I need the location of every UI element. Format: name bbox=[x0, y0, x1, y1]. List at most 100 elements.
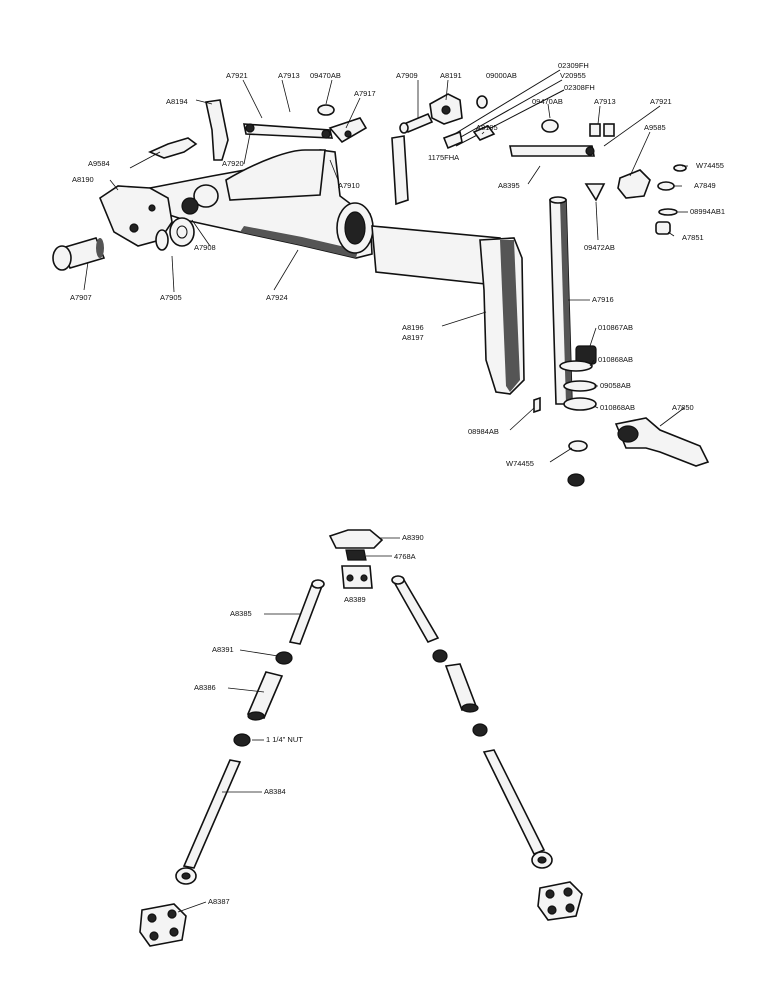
label-a7913-top: A7913 bbox=[278, 71, 300, 80]
label-09470ab-mid: 09470AB bbox=[532, 97, 563, 106]
pin-08984ab-part bbox=[533, 396, 541, 414]
washer-010868ab-1-part bbox=[559, 360, 593, 372]
nut-a8391-part bbox=[275, 651, 293, 665]
nut-bottom-part bbox=[567, 473, 585, 487]
washer-a7905-part bbox=[155, 217, 195, 251]
label-a7921-mid: A7921 bbox=[650, 97, 672, 106]
label-010868ab-1: 010868AB bbox=[598, 355, 633, 364]
label-a7905: A7905 bbox=[160, 293, 182, 302]
washer-09470ab-top-part bbox=[317, 104, 335, 116]
bushing-a7908-part bbox=[181, 184, 219, 215]
label-a8390: A8390 bbox=[402, 533, 424, 542]
washer-09058ab-part bbox=[563, 380, 597, 392]
label-v20955: V20955 bbox=[560, 71, 586, 80]
washer-010868ab-2-part bbox=[563, 397, 597, 411]
nut-a7913-mid-part bbox=[589, 123, 615, 137]
label-02309fh: 02309FH bbox=[558, 61, 589, 70]
sleeve-right-part bbox=[444, 663, 479, 713]
label-a8385: A8385 bbox=[230, 609, 252, 618]
label-a8386: A8386 bbox=[194, 683, 216, 692]
label-4768a: 4768A bbox=[394, 552, 416, 561]
label-a7916: A7916 bbox=[592, 295, 614, 304]
block-a8191-part bbox=[429, 93, 463, 125]
label-a8389: A8389 bbox=[344, 595, 366, 604]
stud-a7909-part bbox=[399, 112, 434, 134]
label-a7910: A7910 bbox=[338, 181, 360, 190]
nut-right-1-part bbox=[432, 649, 448, 663]
label-a7907: A7907 bbox=[70, 293, 92, 302]
label-a7920: A7920 bbox=[222, 159, 244, 168]
label-09472ab: 09472AB bbox=[584, 243, 615, 252]
washer-w74455-top-part bbox=[673, 164, 687, 172]
bracket-a8390-part bbox=[328, 529, 384, 549]
label-a8387: A8387 bbox=[208, 897, 230, 906]
tie-rod-a8395-part bbox=[509, 145, 595, 157]
cone-09472ab-part bbox=[584, 183, 606, 202]
part-labels: A7921 A7913 A8194 09470AB A7909 A8191 09… bbox=[70, 61, 725, 906]
label-w74455-top: W74455 bbox=[696, 161, 724, 170]
label-a8196: A8196 bbox=[402, 323, 424, 332]
label-a8191: A8191 bbox=[440, 71, 462, 80]
label-a7909: A7909 bbox=[396, 71, 418, 80]
label-a7849: A7849 bbox=[694, 181, 716, 190]
label-a7917: A7917 bbox=[354, 89, 376, 98]
left-bracket-part bbox=[99, 185, 173, 247]
label-w74455-bot: W74455 bbox=[506, 459, 534, 468]
arm-a7920-part bbox=[243, 123, 334, 139]
label-a9584: A9584 bbox=[88, 159, 110, 168]
tube-a8196-part bbox=[371, 225, 525, 395]
spindle-a7916-part bbox=[549, 196, 573, 405]
axle-beam-part bbox=[148, 149, 374, 259]
label-a9585: A9585 bbox=[644, 123, 666, 132]
rod-right-upper-part bbox=[391, 575, 440, 644]
bracket-a8389-part bbox=[341, 565, 373, 589]
label-a8395: A8395 bbox=[498, 181, 520, 190]
label-nut: 1 1/4" NUT bbox=[266, 735, 303, 744]
part-08994ab1-part bbox=[658, 208, 678, 216]
label-a7921-top: A7921 bbox=[226, 71, 248, 80]
label-09470ab-top: 09470AB bbox=[310, 71, 341, 80]
rods-part bbox=[447, 69, 565, 147]
label-010868ab-2: 010868AB bbox=[600, 403, 635, 412]
rod-a8384-part bbox=[175, 759, 242, 885]
label-02308fh: 02308FH bbox=[564, 83, 595, 92]
label-a7851: A7851 bbox=[682, 233, 704, 242]
label-a8384: A8384 bbox=[264, 787, 286, 796]
label-a8391: A8391 bbox=[212, 645, 234, 654]
label-a8195: A8195 bbox=[476, 123, 498, 132]
pin-a7907-part bbox=[52, 237, 106, 271]
part-a7849-part bbox=[657, 181, 675, 191]
block-a9585-part bbox=[617, 169, 651, 199]
bracket-a9584-part bbox=[148, 137, 198, 159]
clip-1175fha-part bbox=[442, 130, 463, 150]
label-a7913-mid: A7913 bbox=[594, 97, 616, 106]
arm-a7917-part bbox=[328, 117, 368, 144]
label-010867ab: 010867AB bbox=[598, 323, 633, 332]
lever-a8194-part bbox=[205, 99, 229, 161]
label-a7850: A7850 bbox=[672, 403, 694, 412]
part-a7851-part bbox=[655, 221, 671, 235]
label-a7908: A7908 bbox=[194, 243, 216, 252]
nut-1-14-part bbox=[233, 733, 251, 747]
label-a7924: A7924 bbox=[266, 293, 288, 302]
knuckle-a7850-part bbox=[614, 417, 710, 467]
label-09058ab: 09058AB bbox=[600, 381, 631, 390]
label-08994ab1: 08994AB1 bbox=[690, 207, 725, 216]
label-a8197: A8197 bbox=[402, 333, 424, 342]
label-a8190: A8190 bbox=[72, 175, 94, 184]
label-a8194: A8194 bbox=[166, 97, 188, 106]
sleeve-a8386-part bbox=[246, 671, 284, 721]
label-1175fha: 1175FHA bbox=[428, 153, 459, 162]
label-09000ab: 09000AB bbox=[486, 71, 517, 80]
part-4768a-part bbox=[345, 549, 367, 561]
label-08984ab: 08984AB bbox=[468, 427, 499, 436]
rod-right-lower-part bbox=[482, 749, 553, 869]
clip-a8195-part bbox=[472, 125, 496, 141]
mount-a8387-part bbox=[139, 903, 187, 947]
bar-part bbox=[391, 135, 409, 206]
nut-right-2-part bbox=[472, 723, 488, 737]
washer-w74455-bot-part bbox=[568, 440, 588, 452]
rod-a8385-part bbox=[288, 579, 325, 645]
